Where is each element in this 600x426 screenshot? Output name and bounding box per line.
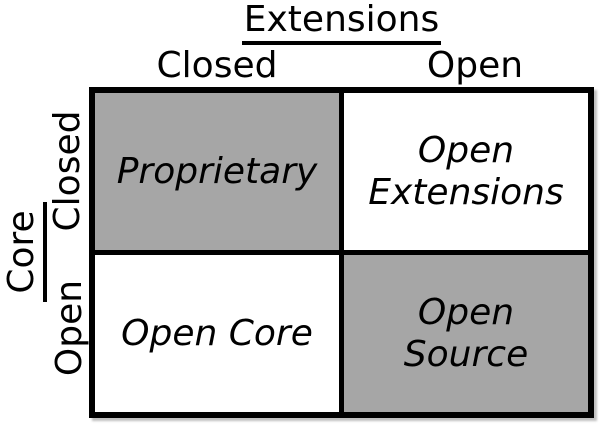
y-axis-title: Core <box>1 202 47 302</box>
quadrant-proprietary: Proprietary <box>95 93 339 250</box>
x-axis-title: Extensions <box>241 1 442 45</box>
quadrant-open-source: Open Source <box>344 255 588 412</box>
x-axis-label-open: Open <box>426 45 524 86</box>
matrix-grid: Proprietary Open Extensions Open Core Op… <box>89 87 594 418</box>
y-axis-label-closed: Closed <box>47 110 88 232</box>
y-axis-label-open: Open <box>49 279 90 377</box>
x-axis-title-row: Extensions <box>89 1 594 45</box>
quadrant-open-core: Open Core <box>95 255 339 412</box>
quadrant-open-extensions: Open Extensions <box>344 93 588 250</box>
x-axis-label-closed: Closed <box>156 45 278 86</box>
y-axis-title-row: Core <box>0 197 50 307</box>
